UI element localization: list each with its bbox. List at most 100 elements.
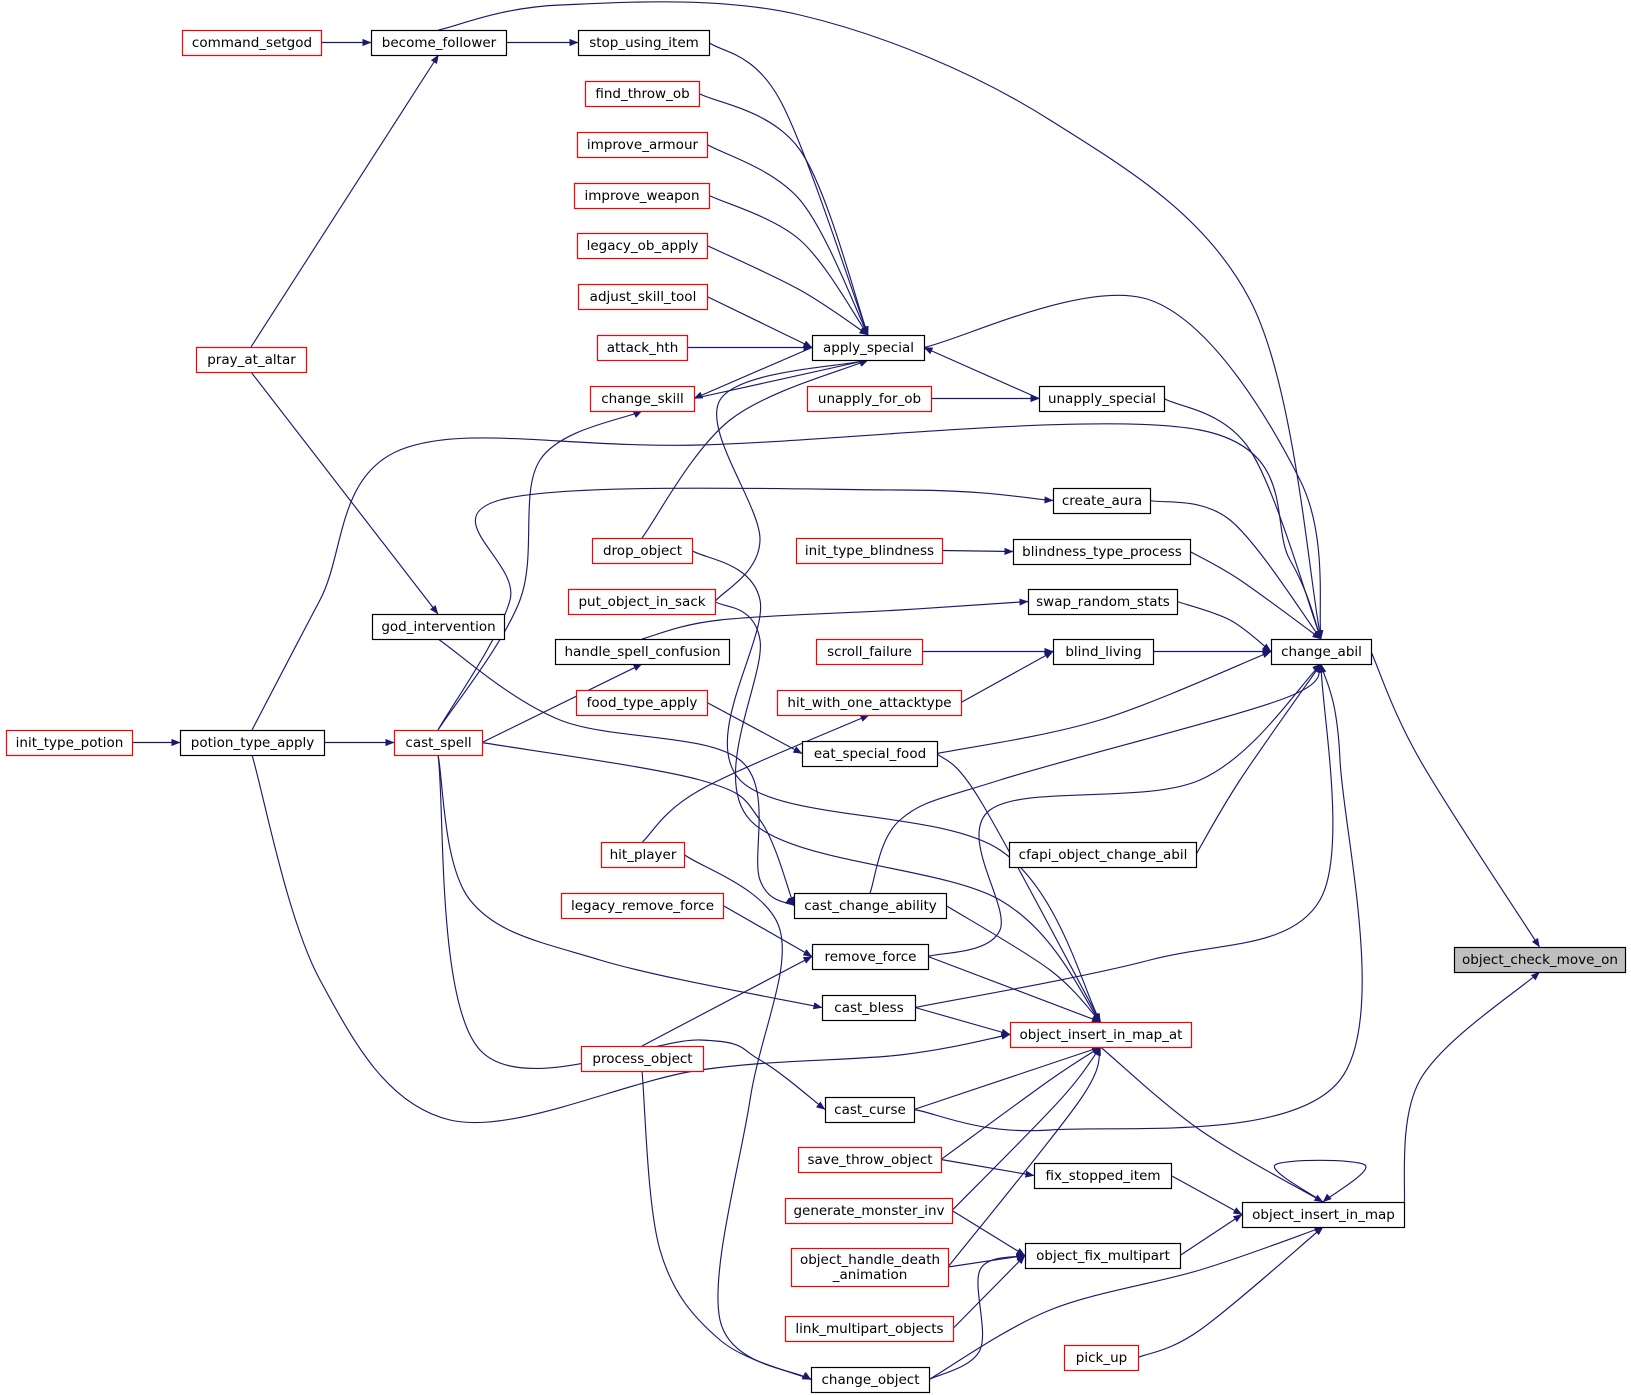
node-fix-stopped-item[interactable]: fix_stopped_item [1033, 1162, 1173, 1190]
call-edge-line [1137, 1226, 1324, 1359]
node-init-type-blindness[interactable]: init_type_blindness [795, 537, 944, 565]
node-box [589, 385, 696, 413]
call-edge [927, 955, 1101, 1023]
node-label: cfapi_object_change_abil [1019, 847, 1188, 863]
node-change-object[interactable]: change_object [810, 1366, 931, 1394]
call-edge-line [914, 663, 1334, 1009]
node-box [1052, 638, 1155, 666]
node-label: _animation [832, 1267, 908, 1283]
call-edge-line [923, 346, 1040, 400]
node-unapply-for-ob[interactable]: unapply_for_ob [806, 385, 933, 413]
node-label: object_insert_in_map [1252, 1207, 1395, 1223]
node-hit-with-one-attacktype[interactable]: hit_with_one_attacktype [776, 689, 963, 717]
node-create-aura[interactable]: create_aura [1052, 487, 1152, 515]
call-edge-line [693, 346, 813, 400]
node-pray-at-altar[interactable]: pray_at_altar [195, 346, 308, 374]
call-edge-line [1170, 1174, 1243, 1216]
node-command-setgod[interactable]: command_setgod [181, 29, 323, 57]
call-edge-line [641, 598, 1029, 640]
node-label: put_object_in_sack [578, 594, 705, 610]
call-edge-line [706, 244, 869, 336]
node-box [784, 1197, 954, 1225]
node-hit-player[interactable]: hit_player [600, 841, 686, 869]
call-edge [927, 663, 1322, 958]
node-blindness-type-process[interactable]: blindness_type_process [1012, 538, 1192, 566]
node-find-throw-ob[interactable]: find_throw_ob [584, 80, 701, 108]
node-handle-spell-confusion[interactable]: handle_spell_confusion [554, 638, 731, 666]
call-edge [947, 1046, 1102, 1268]
node-stop-using-item[interactable]: stop_using_item [577, 29, 711, 57]
call-edge [481, 663, 643, 744]
node-label: fix_stopped_item [1045, 1168, 1160, 1184]
call-edge [1170, 1174, 1243, 1216]
call-edge-line [913, 663, 1363, 1132]
node-label: legacy_ob_apply [587, 238, 699, 254]
node-eat-special-food[interactable]: eat_special_food [801, 740, 939, 768]
node-cast-change-ability[interactable]: cast_change_ability [793, 892, 948, 920]
call-edge-line [941, 547, 1014, 555]
call-edge [642, 714, 870, 843]
node-generate-monster-inv[interactable]: generate_monster_inv [784, 1197, 954, 1225]
call-edge [1149, 499, 1322, 640]
node-box [573, 182, 711, 210]
node-object-insert-in-map[interactable]: object_insert_in_map [1241, 1201, 1406, 1229]
node-improve-armour[interactable]: improve_armour [576, 131, 709, 159]
node-box [554, 638, 731, 666]
call-edge [708, 42, 869, 336]
node-label: cast_bless [834, 1000, 903, 1016]
call-edge [936, 753, 1102, 1023]
call-edge-line [708, 194, 869, 336]
node-cast-bless[interactable]: cast_bless [821, 994, 917, 1022]
node-label: attack_hth [607, 340, 679, 356]
node-legacy-ob-apply[interactable]: legacy_ob_apply [576, 232, 709, 260]
node-god-intervention[interactable]: god_intervention [371, 613, 506, 641]
node-adjust-skill-tool[interactable]: adjust_skill_tool [577, 283, 709, 311]
node-swap-random-stats[interactable]: swap_random_stats [1027, 588, 1179, 616]
node-improve-weapon[interactable]: improve_weapon [573, 182, 711, 210]
node-scroll-failure[interactable]: scroll_failure [815, 638, 924, 666]
node-become-follower[interactable]: become_follower [370, 29, 508, 57]
nodes-layer: object_check_move_on change_abil object_in… [5, 29, 1627, 1394]
node-pick-up[interactable]: pick_up [1063, 1344, 1140, 1372]
node-label: become_follower [382, 35, 497, 51]
node-put-object-in-sack[interactable]: put_object_in_sack [567, 588, 717, 616]
node-box [1052, 487, 1152, 515]
node-label: object_fix_multipart [1036, 1248, 1170, 1264]
node-blind-living[interactable]: blind_living [1052, 638, 1155, 666]
node-box [1453, 946, 1627, 974]
node-attack-hth[interactable]: attack_hth [596, 334, 689, 362]
call-edge [928, 1254, 1026, 1381]
node-process-object[interactable]: process_object [580, 1045, 705, 1073]
call-edge [693, 358, 869, 400]
call-edge [914, 1006, 1011, 1036]
node-apply-special[interactable]: apply_special [811, 334, 926, 362]
node-potion-type-apply[interactable]: potion_type_apply [179, 729, 326, 757]
call-edge [1163, 398, 1322, 640]
node-box [584, 80, 701, 108]
node-label: save_throw_object [807, 1152, 932, 1168]
node-cfapi-object-change-abil[interactable]: cfapi_object_change_abil [1008, 841, 1198, 869]
node-remove-force[interactable]: remove_force [811, 943, 930, 971]
node-object-fix-multipart[interactable]: object_fix_multipart [1024, 1242, 1182, 1270]
call-edge-line [1189, 551, 1322, 640]
call-edge-line [1163, 398, 1322, 640]
node-cast-spell[interactable]: cast_spell [393, 729, 484, 757]
node-change-abil[interactable]: change_abil [1270, 638, 1373, 666]
node-box [810, 1366, 931, 1394]
node-box [1270, 638, 1373, 666]
node-cast-curse[interactable]: cast_curse [824, 1096, 916, 1124]
node-legacy-remove-force[interactable]: legacy_remove_force [560, 892, 725, 920]
node-unapply-special[interactable]: unapply_special [1038, 385, 1166, 413]
call-edge [923, 294, 1324, 640]
node-link-multipart-objects[interactable]: link_multipart_objects [784, 1315, 955, 1343]
node-object-insert-in-map-at[interactable]: object_insert_in_map_at [1009, 1021, 1193, 1049]
call-edge [708, 194, 869, 336]
node-object-handle-death-animation[interactable]: object_handle_death_animation [790, 1247, 950, 1288]
node-object-check-move-on[interactable]: object_check_move_on [1453, 946, 1627, 974]
node-food-type-apply[interactable]: food_type_apply [575, 689, 709, 717]
node-drop-object[interactable]: drop_object [591, 537, 694, 565]
node-change-skill[interactable]: change_skill [589, 385, 696, 413]
node-init-type-potion[interactable]: init_type_potion [5, 729, 134, 757]
node-save-throw-object[interactable]: save_throw_object [797, 1146, 943, 1174]
call-edge [1100, 1046, 1324, 1203]
